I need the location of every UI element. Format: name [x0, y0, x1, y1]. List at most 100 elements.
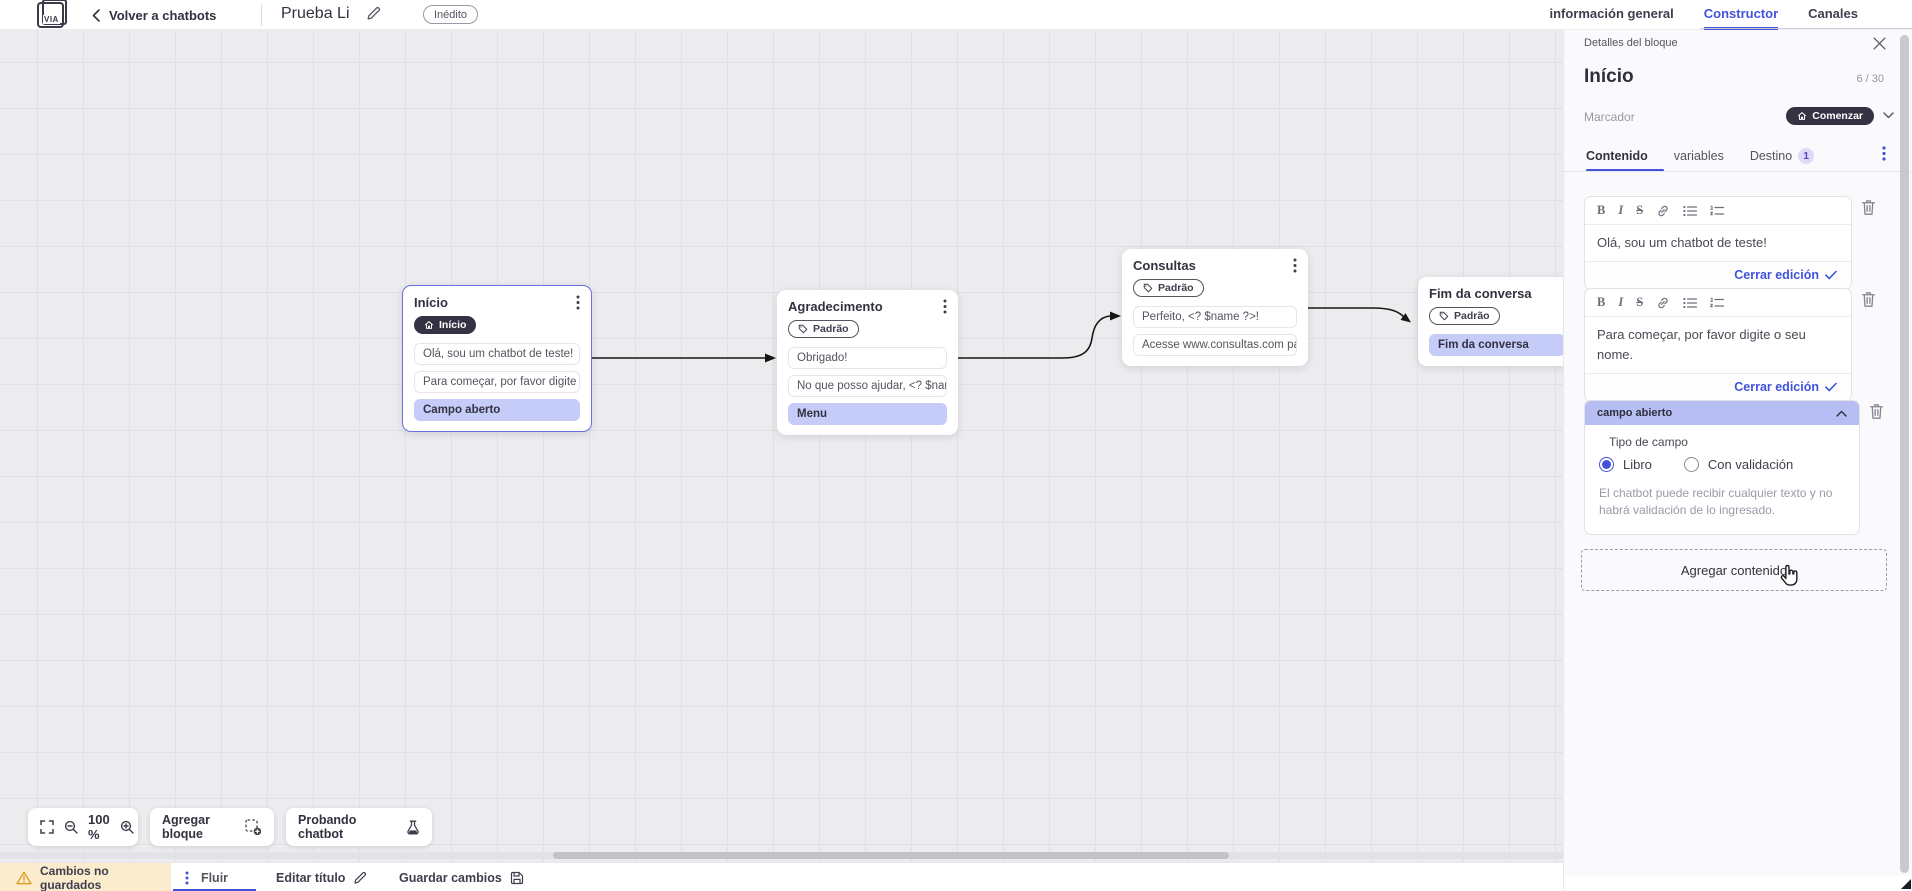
node-content-row[interactable]: Perfeito, <? $name ?>!	[1133, 306, 1297, 328]
node-content-row[interactable]: Olá, sou um chatbot de teste!	[414, 343, 580, 365]
test-chatbot-button[interactable]: Probando chatbot	[286, 808, 432, 846]
delete-content-icon[interactable]	[1861, 199, 1876, 216]
add-content-button[interactable]: Agregar contenido	[1581, 549, 1887, 591]
content-editor-2: B I S Para começar, por favor digite o s…	[1584, 288, 1852, 403]
flow-node-agradecimento[interactable]: Agradecimento Padrão Obrigado! No que po…	[777, 290, 958, 435]
back-to-chatbots-button[interactable]: Volver a chatbots	[92, 0, 216, 30]
node-content-row[interactable]: Para começar, por favor digite o ...	[414, 371, 580, 393]
node-menu-kebab-icon[interactable]	[1293, 258, 1297, 273]
link-icon[interactable]	[1656, 204, 1670, 218]
node-content-row-highlighted[interactable]: Fim da conversa	[1429, 334, 1565, 356]
content-editor-1: B I S Olá, sou um chatbot de teste! Cerr…	[1584, 196, 1852, 291]
add-block-button[interactable]: Agregar bloque	[150, 808, 274, 846]
panel-title: Detalles del bloque	[1584, 37, 1678, 49]
editor-toolbar: B I S	[1585, 197, 1851, 225]
strikethrough-icon[interactable]: S	[1636, 295, 1644, 309]
panel-menu-kebab-icon[interactable]	[1882, 146, 1886, 161]
zoom-level-value: 100 %	[88, 812, 110, 842]
numbered-list-icon[interactable]	[1710, 205, 1725, 217]
bold-icon[interactable]: B	[1597, 203, 1606, 217]
radio-libro[interactable]	[1599, 457, 1614, 472]
delete-content-icon[interactable]	[1869, 403, 1884, 420]
tag-icon	[798, 324, 808, 334]
chatbot-title: Prueba Li	[281, 5, 350, 22]
top-header: VIA Volver a chatbots Prueba Li Inédito …	[0, 0, 1912, 30]
check-icon	[1825, 270, 1837, 280]
flow-tab-kebab-icon[interactable]	[185, 871, 189, 885]
node-content-row[interactable]: Acesse www.consultas.com par...	[1133, 334, 1297, 356]
marker-value-pill[interactable]: Comenzar	[1786, 107, 1874, 125]
node-title: Agradecimento	[788, 299, 883, 314]
editor-text[interactable]: Olá, sou um chatbot de teste!	[1597, 235, 1767, 250]
tab-constructor[interactable]: Constructor	[1703, 0, 1779, 30]
fullscreen-icon[interactable]	[40, 820, 54, 834]
node-menu-kebab-icon[interactable]	[943, 299, 947, 314]
tag-icon	[1439, 311, 1449, 321]
horizontal-scrollbar-thumb[interactable]	[553, 852, 1229, 859]
numbered-list-icon[interactable]	[1710, 297, 1725, 309]
node-title: Fim da conversa	[1429, 286, 1532, 301]
add-block-label: Agregar bloque	[162, 813, 210, 841]
unsaved-changes-banner: Cambios no guardados	[0, 863, 171, 891]
node-content-row[interactable]: No que posso ajudar, <? $name ...	[788, 375, 947, 397]
node-content-row[interactable]: Obrigado!	[788, 347, 947, 369]
italic-icon[interactable]: I	[1618, 203, 1624, 217]
radio-con-validacion-label: Con validación	[1707, 457, 1794, 472]
bottom-bar: Cambios no guardados Fluir Editar título…	[0, 862, 1563, 891]
vertical-scrollbar-thumb[interactable]	[1900, 35, 1909, 873]
open-field-header[interactable]: campo abierto	[1585, 401, 1859, 425]
flask-icon	[406, 820, 420, 835]
flow-node-fim-da-conversa[interactable]: Fim da conversa Padrão Fim da conversa	[1418, 277, 1576, 366]
tab-fluir[interactable]: Fluir	[200, 870, 229, 885]
save-changes-button[interactable]: Guardar cambios	[399, 863, 524, 891]
chevron-left-icon	[92, 8, 100, 22]
edit-title-button[interactable]: Editar título	[276, 863, 367, 891]
corner-resize-mark	[1901, 879, 1911, 889]
strikethrough-icon[interactable]: S	[1636, 203, 1644, 217]
bullet-list-icon[interactable]	[1683, 297, 1698, 309]
tab-informacion-general[interactable]: información general	[1549, 6, 1674, 21]
flow-canvas[interactable]: Início Início Olá, sou um chatbot de tes…	[0, 30, 1576, 862]
close-edit-link[interactable]: Cerrar edición	[1734, 380, 1819, 395]
tab-destino-label: Destino	[1749, 149, 1793, 163]
node-badge-label: Início	[439, 319, 467, 331]
field-type-label: Tipo de campo	[1609, 435, 1688, 449]
node-content-row-highlighted[interactable]: Menu	[788, 403, 947, 425]
link-icon[interactable]	[1656, 296, 1670, 310]
app-logo-text: VIA	[43, 15, 60, 24]
block-name: Início	[1584, 66, 1634, 87]
node-menu-kebab-icon[interactable]	[576, 295, 580, 310]
edit-title-pencil-icon[interactable]	[366, 6, 381, 21]
radio-con-validacion[interactable]	[1683, 457, 1699, 472]
tab-fluir-underline	[173, 889, 256, 891]
main-nav-tabs: información general Constructor Canales	[1549, 0, 1858, 30]
bullet-list-icon[interactable]	[1683, 205, 1698, 217]
flow-node-consultas[interactable]: Consultas Padrão Perfeito, <? $name ?>! …	[1122, 249, 1308, 366]
add-block-icon	[245, 818, 262, 836]
editor-text[interactable]: Para começar, por favor digite o seu nom…	[1597, 327, 1806, 363]
tab-canales[interactable]: Canales	[1808, 6, 1858, 21]
flow-node-inicio[interactable]: Início Início Olá, sou um chatbot de tes…	[402, 285, 592, 432]
test-chatbot-label: Probando chatbot	[298, 813, 357, 841]
node-title: Consultas	[1133, 258, 1196, 273]
delete-content-icon[interactable]	[1861, 291, 1876, 308]
unsaved-changes-label: Cambios no guardados	[40, 863, 109, 891]
block-details-panel: Detalles del bloque Início 6 / 30 Marcad…	[1563, 30, 1912, 891]
chevron-down-icon[interactable]	[1883, 112, 1894, 119]
chevron-up-icon	[1836, 410, 1847, 417]
italic-icon[interactable]: I	[1618, 295, 1624, 309]
marker-value-label: Comenzar	[1812, 110, 1863, 122]
node-badge-label: Padrão	[1158, 282, 1194, 294]
tab-contenido[interactable]: Contenido	[1586, 149, 1648, 163]
zoom-in-icon[interactable]	[120, 820, 134, 834]
close-icon[interactable]	[1873, 37, 1886, 50]
tab-variables[interactable]: variables	[1673, 149, 1724, 163]
bold-icon[interactable]: B	[1597, 295, 1606, 309]
tabs-baseline	[1700, 28, 1912, 29]
node-content-row-highlighted[interactable]: Campo aberto	[414, 399, 580, 421]
header-divider	[261, 4, 262, 26]
tab-destino[interactable]: Destino 1	[1749, 148, 1815, 164]
tabs-divider	[1564, 171, 1912, 172]
close-edit-link[interactable]: Cerrar edición	[1734, 268, 1819, 283]
zoom-out-icon[interactable]	[64, 820, 78, 834]
